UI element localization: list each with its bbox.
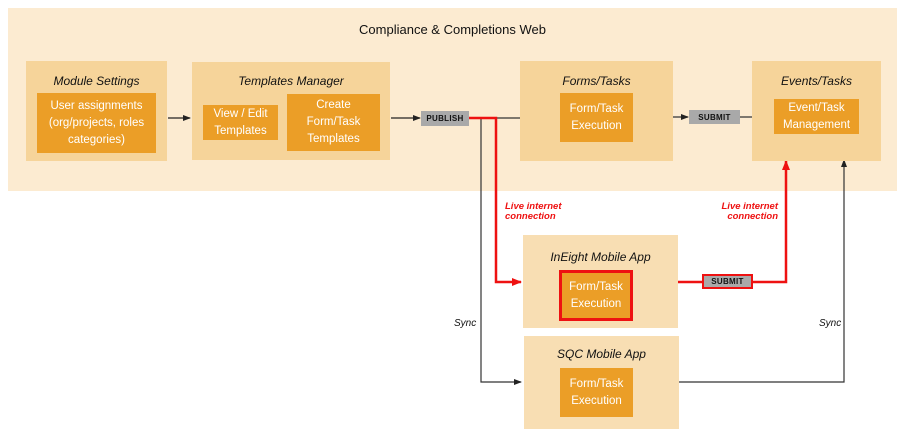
group-module-settings: Module Settings User assignments (org/pr… [26, 61, 167, 161]
tile-line: Execution [570, 297, 622, 310]
group-sqc-mobile-app: SQC Mobile App Form/Task Execution [524, 336, 679, 429]
group-forms-tasks: Forms/Tasks Form/Task Execution [520, 61, 673, 161]
view-edit-templates-tile[interactable]: View / Edit Templates [203, 105, 278, 140]
tile-line: Event/Task [788, 101, 845, 114]
event-task-management-tile[interactable]: Event/Task Management [774, 99, 859, 134]
tile-line: Templates [214, 124, 267, 137]
label-line: connection [505, 211, 556, 222]
group-title: Module Settings [53, 74, 140, 88]
tile-line: View / Edit [213, 107, 268, 120]
tile-line: Execution [571, 394, 622, 407]
group-events-tasks: Events/Tasks Event/Task Management [752, 61, 881, 161]
live-connection-label-right: Live internet connection [700, 201, 779, 222]
ineight-form-task-execution-tile[interactable]: Form/Task Execution [559, 270, 633, 321]
group-templates-manager: Templates Manager View / Edit Templates … [192, 62, 390, 160]
tile-line: Form/Task [569, 280, 623, 293]
sync-label-left: Sync [454, 318, 477, 329]
tile-line: categories) [68, 133, 125, 146]
tile-line: Form/Task [569, 377, 624, 390]
group-title: Templates Manager [238, 74, 344, 88]
sync-right-connector [679, 159, 847, 383]
label-line: Live internet [721, 201, 779, 212]
tile-line: Form/Task [569, 102, 624, 115]
tile-line: User assignments [50, 99, 143, 112]
group-title: Forms/Tasks [562, 74, 631, 88]
tile-line: Templates [307, 133, 360, 145]
group-title: SQC Mobile App [557, 347, 646, 361]
user-assignments-tile[interactable]: User assignments (org/projects, roles ca… [37, 93, 156, 153]
submit-mobile-badge: SUBMIT [702, 274, 753, 289]
group-ineight-mobile-app: InEight Mobile App Form/Task Execution [523, 235, 678, 328]
sqc-form-task-execution-tile[interactable]: Form/Task Execution [560, 368, 633, 417]
label-line: Live internet [505, 201, 562, 212]
tile-line: Execution [571, 119, 622, 132]
tile-line: Form/Task [306, 116, 361, 128]
tile-line: Management [782, 118, 851, 131]
publish-badge: PUBLISH [421, 111, 469, 126]
create-templates-tile[interactable]: Create Form/Task Templates [287, 94, 380, 151]
tile-line: (org/projects, roles [48, 116, 145, 129]
submit-web-badge: SUBMIT [689, 110, 740, 124]
tile-line: Create [316, 99, 351, 111]
label-line: connection [727, 211, 778, 222]
sync-label-right: Sync [819, 318, 842, 329]
form-task-execution-tile[interactable]: Form/Task Execution [560, 93, 633, 142]
group-title: InEight Mobile App [550, 250, 651, 264]
live-connection-label-left: Live internet connection [505, 202, 562, 222]
diagram-title: Compliance & Completions Web [359, 22, 546, 37]
group-title: Events/Tasks [781, 74, 852, 88]
